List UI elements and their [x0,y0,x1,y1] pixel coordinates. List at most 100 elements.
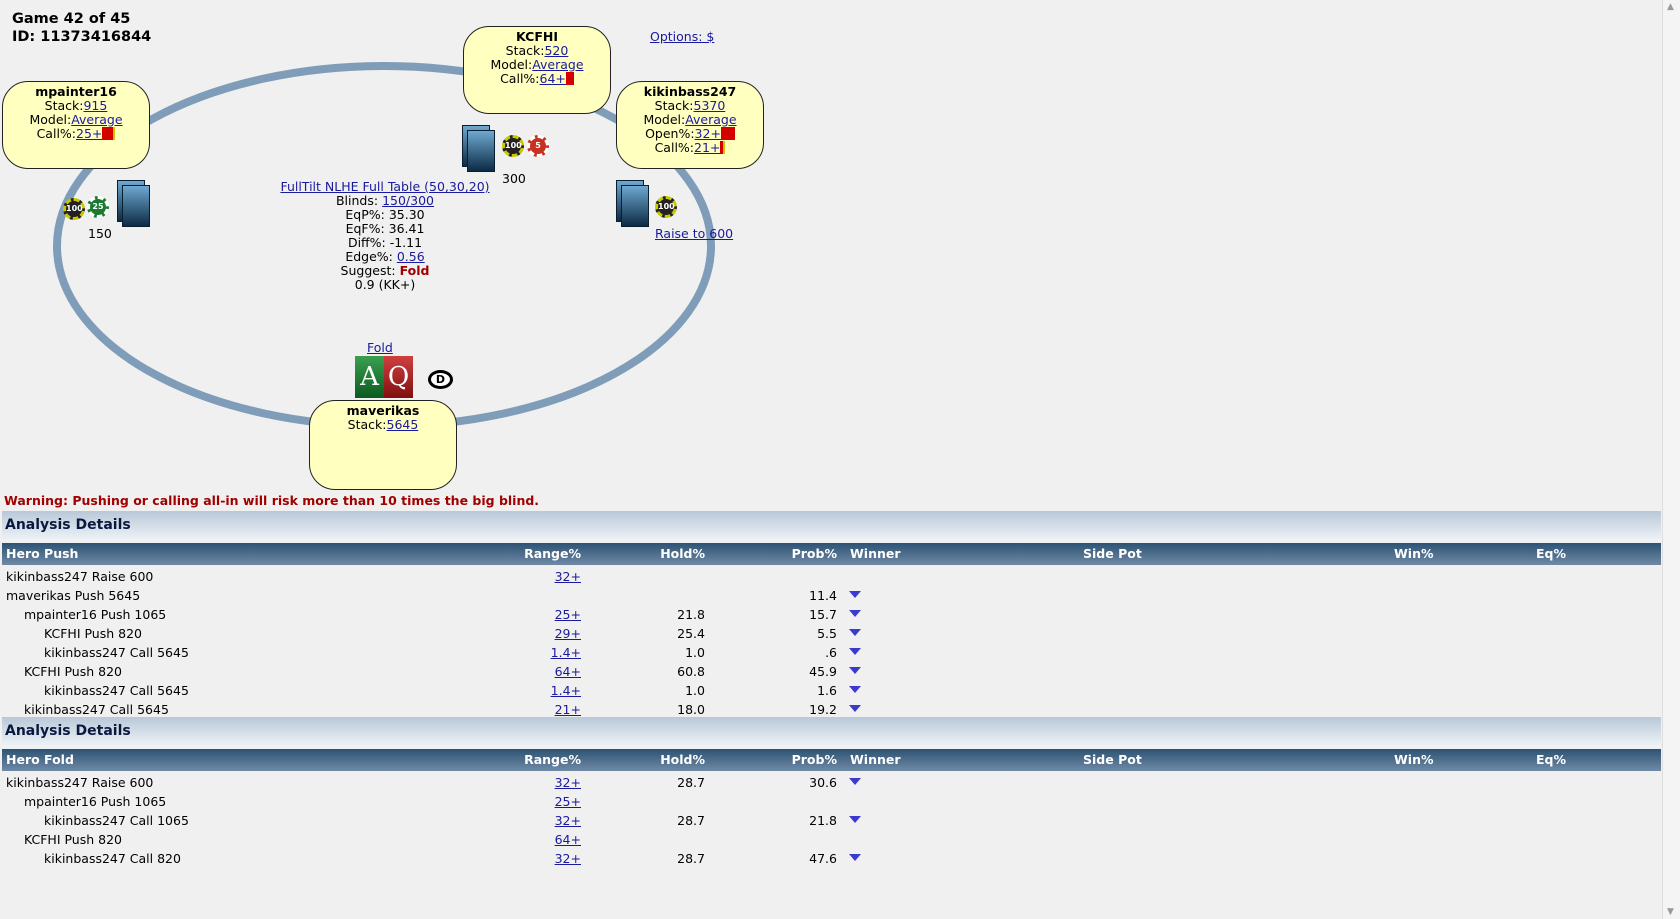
stack-link[interactable]: 5645 [386,417,419,432]
row-label: kikinbass247 Call 820 [44,851,181,866]
range-link[interactable]: 29+ [554,626,581,641]
chip-icon: 25 [87,196,109,218]
stack-link[interactable]: 520 [544,43,569,58]
card-backs-icon [616,180,650,227]
hero-card-ace-spades: A [355,356,384,398]
seat-mpainter16: mpainter16 Stack:915 Model:Average Call%… [2,81,150,169]
winner-dropdown-icon[interactable] [849,610,861,617]
table-row: maverikas Push 5645 11.4 [2,585,1661,604]
game-id: ID: 11373416844 [12,29,152,45]
range-link[interactable]: 64+ [554,832,581,847]
model-label: Model: [490,57,533,72]
model-link[interactable]: Average [71,112,123,127]
winner-dropdown-icon[interactable] [849,629,861,636]
column-header: Hold% [660,546,705,561]
table-type-link[interactable]: FullTilt NLHE Full Table (50,30,20) [280,179,490,194]
hero-card-queen-hearts: Q [384,356,413,398]
options-link[interactable]: Options: $ [650,29,715,44]
range-link[interactable]: 1.4+ [550,683,581,698]
blinds-link[interactable]: 150/300 [382,193,435,208]
column-header: Hero Push [6,546,79,561]
winner-dropdown-icon[interactable] [849,778,861,785]
edge-link[interactable]: 0.56 [396,249,425,264]
seat-kikinbass247: kikinbass247 Stack:5370 Model:Average Op… [616,81,764,169]
prob-value: 1.6 [817,683,837,698]
action-raise-link[interactable]: Raise to 600 [655,226,734,241]
edge-label: Edge%: [345,249,393,264]
stack-label: Stack: [654,98,694,113]
range-link[interactable]: 32+ [554,569,581,584]
winner-dropdown-icon[interactable] [849,667,861,674]
row-label: kikinbass247 Call 5645 [24,702,169,717]
section-title: Analysis Details [2,511,1661,541]
section-title: Analysis Details [2,717,1661,747]
row-label: maverikas Push 5645 [6,588,141,603]
player-name: KCFHI [516,29,558,44]
row-label: kikinbass247 Call 1065 [44,813,189,828]
diff: Diff%: -1.11 [347,235,423,250]
column-header: Eq% [1536,752,1567,767]
stack-label: Stack: [347,417,387,432]
chip-icon: 100 [655,196,677,218]
call-link[interactable]: 25+ [76,126,103,141]
hold-value: 21.8 [677,607,705,622]
range-link[interactable]: 21+ [554,702,581,717]
prob-value: 30.6 [809,775,837,790]
hold-value: 18.0 [677,702,705,717]
chip-icon: 5 [527,135,549,157]
open-link[interactable]: 32+ [694,126,721,141]
range-link[interactable]: 32+ [554,851,581,866]
card-backs-icon [117,180,151,227]
range-link[interactable]: 25+ [554,607,581,622]
scrollbar[interactable]: ▲▼ [1662,0,1680,919]
range-link[interactable]: 25+ [554,794,581,809]
winner-dropdown-icon[interactable] [849,816,861,823]
hero-action-fold-link[interactable]: Fold [367,340,393,355]
scroll-up-icon[interactable]: ▲ [1667,2,1674,12]
prob-value: 15.7 [809,607,837,622]
model-label: Model: [29,112,72,127]
winner-dropdown-icon[interactable] [849,591,861,598]
model-link[interactable]: Average [685,112,737,127]
winner-dropdown-icon[interactable] [849,705,861,712]
stack-link[interactable]: 915 [83,98,108,113]
row-label: KCFHI Push 820 [24,832,122,847]
seat-maverikas: maverikas Stack:5645 [309,400,457,490]
call-link[interactable]: 21+ [694,140,721,155]
winner-dropdown-icon[interactable] [849,854,861,861]
column-header: Winner [850,752,901,767]
prob-value: 11.4 [809,588,837,603]
call-link[interactable]: 64+ [539,71,566,86]
range-link[interactable]: 32+ [554,813,581,828]
row-label: KCFHI Push 820 [44,626,142,641]
player-name: maverikas [346,403,420,418]
model-link[interactable]: Average [532,57,584,72]
column-header: Eq% [1536,546,1567,561]
hold-value: 25.4 [677,626,705,641]
winner-dropdown-icon[interactable] [849,648,861,655]
column-header: Win% [1394,752,1434,767]
eqp: EqP%: 35.30 [345,207,425,222]
prob-value: 21.8 [809,813,837,828]
winner-dropdown-icon[interactable] [849,686,861,693]
player-name: kikinbass247 [643,84,737,99]
range-link[interactable]: 1.4+ [550,645,581,660]
player-name: mpainter16 [35,84,117,99]
range-link[interactable]: 64+ [554,664,581,679]
scroll-down-icon[interactable]: ▼ [1667,907,1674,917]
stack-link[interactable]: 5370 [693,98,726,113]
open-label: Open%: [645,126,695,141]
hold-value: 1.0 [685,645,705,660]
game-info: Game 42 of 45 ID: 11373416844 [12,10,151,46]
range-link[interactable]: 32+ [554,775,581,790]
stack-label: Stack: [505,43,545,58]
hold-value: 60.8 [677,664,705,679]
